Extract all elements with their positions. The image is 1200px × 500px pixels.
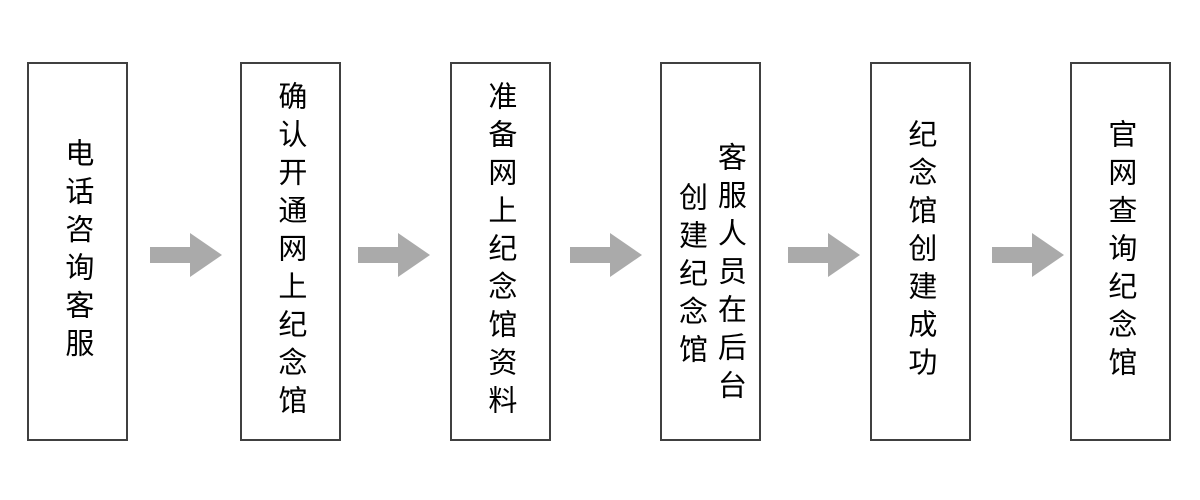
process-box-step-3[interactable]: 准备网上纪念馆资料	[450, 62, 551, 441]
process-box-label-step-2: 确认开通网上纪念馆	[273, 80, 308, 423]
process-box-step-6[interactable]: 官网查询纪念馆	[1070, 62, 1171, 441]
arrow-right-icon-4	[788, 233, 860, 277]
process-box-step-4[interactable]: 客服人员在后台 创建纪念馆	[660, 62, 761, 441]
arrow-right-icon-2	[358, 233, 430, 277]
process-box-step-1[interactable]: 电话咨询客服	[27, 62, 128, 441]
arrow-right-icon-1	[150, 233, 222, 277]
process-box-label-step-4-col-1: 客服人员在后台	[713, 142, 748, 408]
process-box-label-step-3: 准备网上纪念馆资料	[483, 80, 518, 423]
arrow-right-icon-3	[570, 233, 642, 277]
process-box-label-step-4-col-2: 创建纪念馆	[674, 182, 709, 372]
process-box-label-step-6: 官网查询纪念馆	[1103, 118, 1138, 385]
arrow-right-icon-5	[992, 233, 1064, 277]
process-box-step-5[interactable]: 纪念馆创建成功	[870, 62, 971, 441]
process-box-step-2[interactable]: 确认开通网上纪念馆	[240, 62, 341, 441]
process-box-label-wrap-step-4: 客服人员在后台 创建纪念馆	[662, 64, 759, 439]
process-box-label-step-1: 电话咨询客服	[60, 137, 95, 366]
process-box-label-step-5: 纪念馆创建成功	[903, 118, 938, 385]
